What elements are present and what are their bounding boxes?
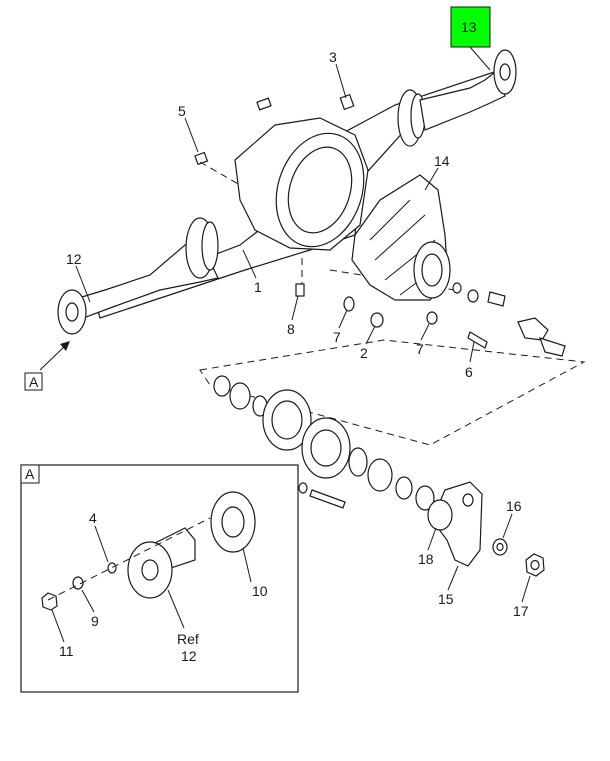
- leader-lines: [75, 46, 531, 603]
- callout-8[interactable]: 8: [287, 321, 295, 337]
- carrier-fasteners: [343, 282, 506, 349]
- pinion-parts: [517, 317, 566, 357]
- callout-ref: Ref: [177, 631, 199, 647]
- axle-housing: [57, 49, 517, 335]
- callout-10[interactable]: 10: [252, 583, 268, 599]
- differential-carrier: [351, 174, 451, 301]
- view-label: A: [29, 374, 39, 390]
- callout-12[interactable]: 12: [66, 251, 82, 267]
- callout-14[interactable]: 14: [434, 153, 450, 169]
- inset-label: A: [25, 466, 35, 482]
- callout-18[interactable]: 18: [418, 551, 434, 567]
- callout-5[interactable]: 5: [178, 103, 186, 119]
- highlight-box-13[interactable]: [450, 6, 491, 48]
- callout-16[interactable]: 16: [506, 498, 522, 514]
- callout-1[interactable]: 1: [254, 279, 262, 295]
- callout-numbers: 13 3 5 14 12 1 8 7 2 7 6 16 18 15 17: [66, 19, 529, 619]
- callout-9[interactable]: 9: [91, 613, 99, 629]
- inset-detail-a: A 4 9 11 10 Ref 12: [20, 464, 299, 693]
- callout-2[interactable]: 2: [360, 345, 368, 361]
- callout-ref-12[interactable]: 12: [181, 648, 197, 664]
- view-arrow-a: [39, 341, 70, 371]
- callout-17[interactable]: 17: [513, 603, 529, 619]
- callout-13[interactable]: 13: [461, 19, 477, 35]
- callout-6[interactable]: 6: [465, 364, 473, 380]
- yoke-assembly: [427, 481, 483, 567]
- callout-15[interactable]: 15: [438, 591, 454, 607]
- callout-11[interactable]: 11: [59, 643, 74, 659]
- callout-4[interactable]: 4: [89, 510, 97, 526]
- callout-7a[interactable]: 7: [333, 329, 341, 345]
- view-label-box: [24, 372, 43, 391]
- callout-7b[interactable]: 7: [416, 341, 424, 357]
- callout-3[interactable]: 3: [329, 49, 337, 65]
- differential-internals: [213, 375, 435, 511]
